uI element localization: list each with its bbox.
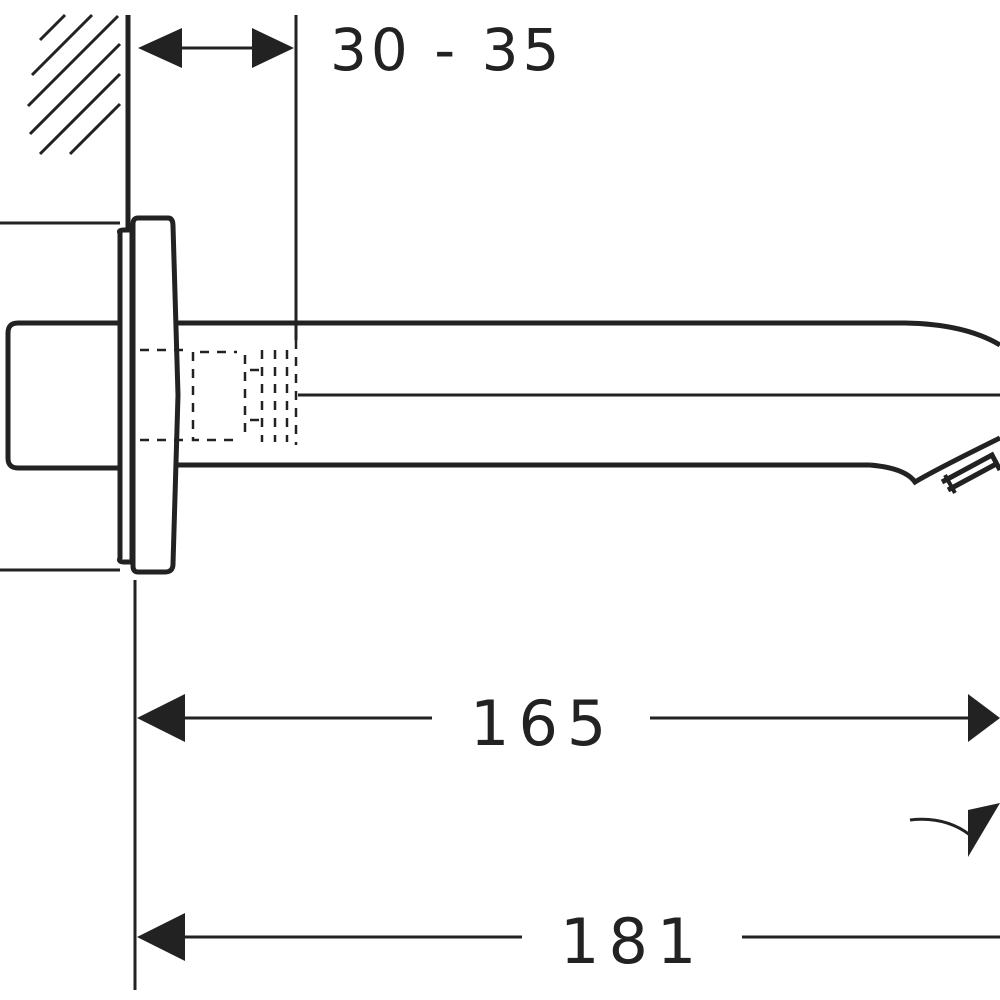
dimension-label-165: 165 [470,687,615,760]
arrowhead-165-left [137,694,185,742]
arrowhead-clearance-right [252,28,294,68]
arrowhead-181-left [137,913,185,961]
arrowhead-165-right [968,694,1000,742]
wall-hatching [26,13,122,156]
dimension-overall-length: 181 [137,905,1000,978]
wall-rosette [117,215,190,575]
aerator-outlet [940,451,1000,494]
dimension-label-181: 181 [560,905,705,978]
water-jet-indicator [909,803,1000,857]
hidden-fixing-detail [191,340,298,445]
dimension-label-clearance: 30 - 35 [330,16,563,84]
spout-body [176,320,1000,486]
arrowhead-clearance-left [138,28,182,68]
rear-connector [5,320,120,471]
dimension-spout-projection: 165 [137,687,1000,760]
dimension-wall-clearance: 30 - 35 [138,15,563,340]
